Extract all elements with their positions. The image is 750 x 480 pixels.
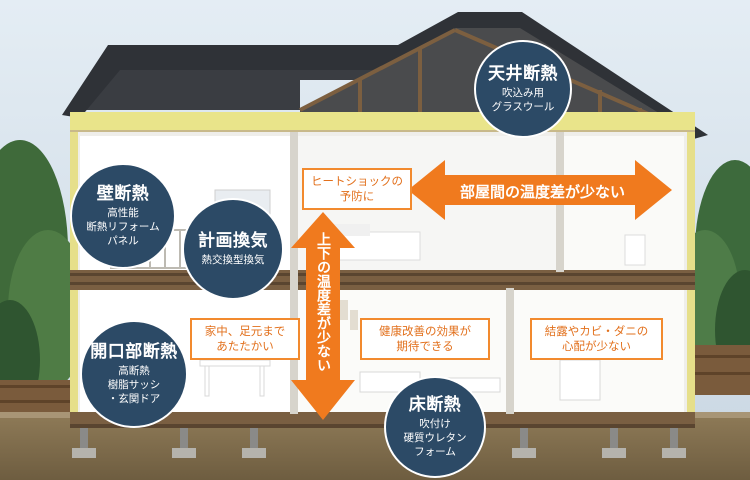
heatshock-note-line2: 予防に [339, 189, 375, 203]
wall-insulation-title: 壁断熱 [96, 184, 150, 204]
health-note: 健康改善の効果が 期待できる [360, 318, 490, 360]
feet-warm-note-line1: 家中、足元まで [204, 324, 286, 338]
ceiling-insulation-desc2: グラスウール [491, 101, 555, 113]
opening-insulation-desc1: 高断熱 [118, 365, 150, 377]
attic-structure [299, 28, 691, 134]
mold-note-line1: 結露やカビ・ダニの [544, 324, 649, 338]
mold-note-line2: 心配が少ない [562, 339, 631, 353]
floor-insulation-desc3: フォーム [414, 446, 456, 458]
ground-floor-slab [70, 412, 695, 426]
health-note-line1: 健康改善の効果が [379, 324, 471, 338]
ceiling-insulation-badge: 天井断熱 吹込み用 グラスウール [474, 40, 572, 138]
trees-left [0, 140, 88, 420]
mold-note: 結露やカビ・ダニの 心配が少ない [530, 318, 663, 360]
wall-insulation-desc3: パネル [107, 235, 139, 247]
wall-insulation-desc1: 高性能 [107, 207, 139, 219]
ceiling-insulation [70, 112, 695, 132]
ventilation-badge: 計画換気 熱交換型換気 [182, 198, 284, 300]
ventilation-desc1: 熱交換型換気 [201, 254, 265, 266]
vertical-arrow [291, 212, 355, 420]
ceiling-insulation-desc1: 吹込み用 [502, 87, 544, 99]
heatshock-note: ヒートショックの 予防に [302, 168, 412, 210]
opening-insulation-title: 開口部断熱 [90, 342, 178, 362]
opening-insulation-desc3: ・玄関ドア [107, 393, 161, 405]
ventilation-title: 計画換気 [198, 231, 268, 251]
health-note-line2: 期待できる [396, 339, 454, 353]
floor-insulation-title: 床断熱 [408, 395, 462, 415]
ceiling-insulation-title: 天井断熱 [488, 64, 558, 84]
wall-insulation-badge: 壁断熱 高性能 断熱リフォーム パネル [70, 163, 176, 269]
fence-right [690, 345, 750, 395]
floor-insulation-desc1: 吹付け [419, 418, 451, 430]
horizontal-arrow-label: 部屋間の温度差が少ない [460, 183, 626, 201]
opening-insulation-desc2: 樹脂サッシ [107, 379, 161, 391]
opening-insulation-badge: 開口部断熱 高断熱 樹脂サッシ ・玄関ドア [80, 320, 188, 428]
horizontal-arrow [408, 160, 672, 220]
feet-warm-note: 家中、足元まで あたたかい [190, 318, 300, 360]
wall-insulation-desc2: 断熱リフォーム [86, 221, 160, 233]
heatshock-note-line1: ヒートショックの [311, 174, 403, 188]
foundation-piers [80, 428, 678, 448]
floor-insulation-badge: 床断熱 吹付け 硬質ウレタン フォーム [384, 376, 486, 478]
feet-warm-note-line2: あたたかい [216, 339, 274, 353]
floor-insulation-desc2: 硬質ウレタン [403, 432, 467, 444]
vertical-arrow-label: 上下の温度差が少ない [315, 232, 331, 372]
